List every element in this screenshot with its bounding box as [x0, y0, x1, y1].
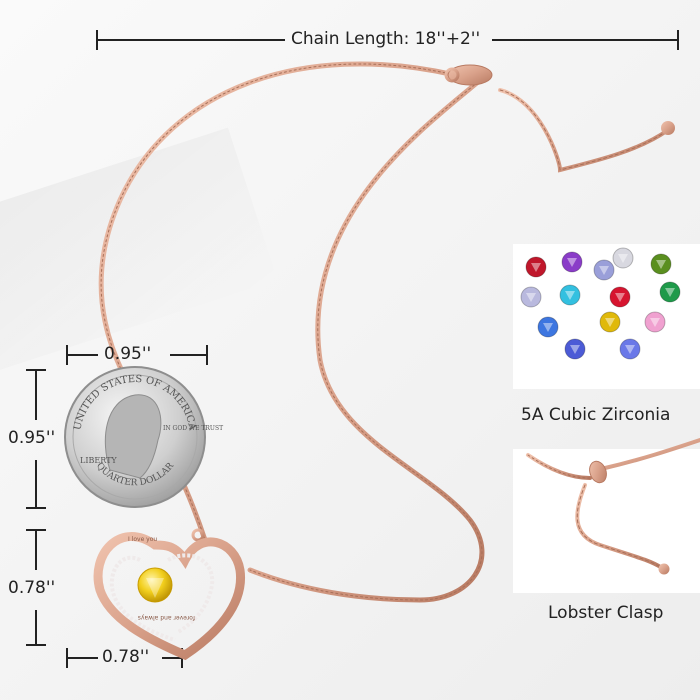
pendant-width-label: 0.78'': [102, 647, 150, 667]
coin-motto-text: IN GOD WE TRUST: [163, 425, 223, 432]
gemstone-grid: [520, 247, 681, 360]
gemstone: [599, 311, 621, 333]
clasp-closeup: [526, 438, 700, 575]
coin-height-label: 0.95'': [8, 428, 56, 448]
pendant-height-label: 0.78'': [8, 578, 56, 598]
coin-width-dimension: [66, 345, 208, 365]
gemstone: [564, 338, 586, 360]
coin-liberty-text: LIBERTY: [80, 456, 117, 465]
gemstone: [537, 316, 559, 338]
zirconia-label: 5A Cubic Zirconia: [521, 405, 671, 425]
necklace-chain: [98, 61, 670, 603]
gemstone: [593, 259, 615, 281]
gemstone: [559, 284, 581, 306]
chain-length-label: Chain Length: 18''+2'': [291, 29, 481, 49]
gemstone: [612, 247, 634, 269]
gemstone: [520, 286, 542, 308]
gemstone: [650, 253, 672, 275]
heart-pendant: I love you forever and always: [93, 528, 246, 661]
gemstone: [659, 281, 681, 303]
pendant-engraving-top: I love you: [128, 536, 157, 543]
pendant-engraving-bottom: forever and always: [138, 614, 195, 621]
lobster-clasp: [444, 64, 675, 135]
gemstone: [525, 256, 547, 278]
pendant-height-dimension: [26, 529, 46, 646]
gemstone: [609, 286, 631, 308]
quarter-coin: UNITED STATES OF AMERICA QUARTER DOLLAR …: [64, 366, 223, 508]
gemstone: [619, 338, 641, 360]
coin-width-label: 0.95'': [104, 344, 152, 364]
gemstone: [644, 311, 666, 333]
gemstone: [561, 251, 583, 273]
chain-length-dimension: [96, 30, 679, 50]
coin-height-dimension: [26, 369, 46, 509]
clasp-label: Lobster Clasp: [548, 603, 664, 623]
